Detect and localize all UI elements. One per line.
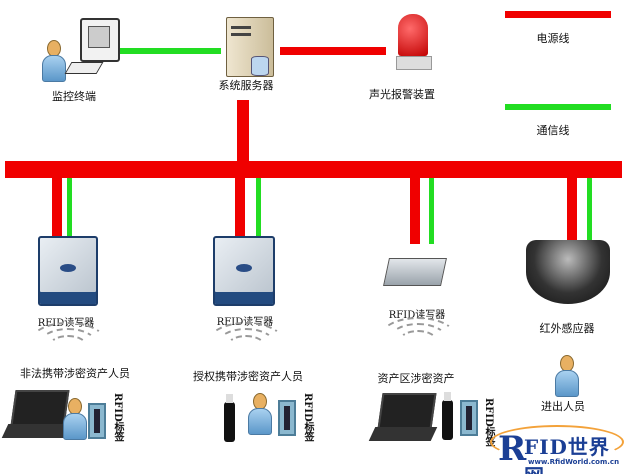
group-2-label: 授权携带涉密资产人员 [193,370,303,383]
reader2-power-drop [235,178,245,238]
laptop-icon [1,390,71,438]
computer-icon [80,18,120,62]
person-icon [555,355,579,397]
rfid-reader-3-icon [383,258,447,286]
monitor-label: 监控终端 [52,90,96,103]
reader1-power-drop [52,178,62,238]
rfid-tag-icon [460,400,478,436]
server-icon [226,17,274,77]
rfidworld-logo: R FID世界网 www.RfidWorld.com.cn [490,425,628,474]
tag-1-label: RFID标签 [112,393,123,442]
reader1-comm-drop [67,178,72,238]
rfid-tag-icon [88,403,106,439]
sensor-label: 红外感应器 [539,322,595,335]
keyboard-icon [64,62,104,74]
reader2-comm-drop [256,178,261,238]
alarm-light-icon [398,14,428,56]
group-3-label: 资产区涉密资产 [377,372,455,385]
tag-2-label: RFID标签 [302,393,313,442]
operator-person-icon [42,40,66,82]
rfid-reader-2-icon [213,236,275,306]
server-power-drop [237,100,249,164]
reader3-comm-drop [429,178,434,244]
database-icon [251,56,269,76]
usb-drive-icon [224,394,235,442]
server-label: 系统服务器 [218,79,274,92]
reader-3-label: RFID读写器 [388,310,446,321]
infrared-sensor-icon [526,240,610,304]
rfid-tag-icon [278,400,296,436]
person-icon [63,398,87,440]
logo-url: www.RfidWorld.com.cn [528,458,620,466]
alarm-label: 声光报警装置 [369,88,435,101]
alarm-base [396,56,432,70]
person-icon [248,393,272,435]
legend-power-label: 电源线 [536,32,570,45]
sensor-comm-drop [587,178,592,244]
legend-comm-label: 通信线 [536,124,570,137]
monitor-server-comm-line [117,48,221,54]
rfid-reader-1-icon [38,236,98,306]
tag-3-label: RFID标签 [483,398,494,447]
main-power-bus [5,161,622,178]
server-alarm-power-line [280,47,386,55]
person-inout-label: 进出人员 [541,400,585,413]
sensor-power-drop [567,178,577,244]
legend-power-line [505,11,611,18]
legend-comm-line [505,104,611,110]
reader3-power-drop [410,178,420,244]
usb-drive-icon [442,392,453,440]
laptop-icon [368,393,438,441]
group-1-label: 非法携带涉密资产人员 [20,367,130,380]
